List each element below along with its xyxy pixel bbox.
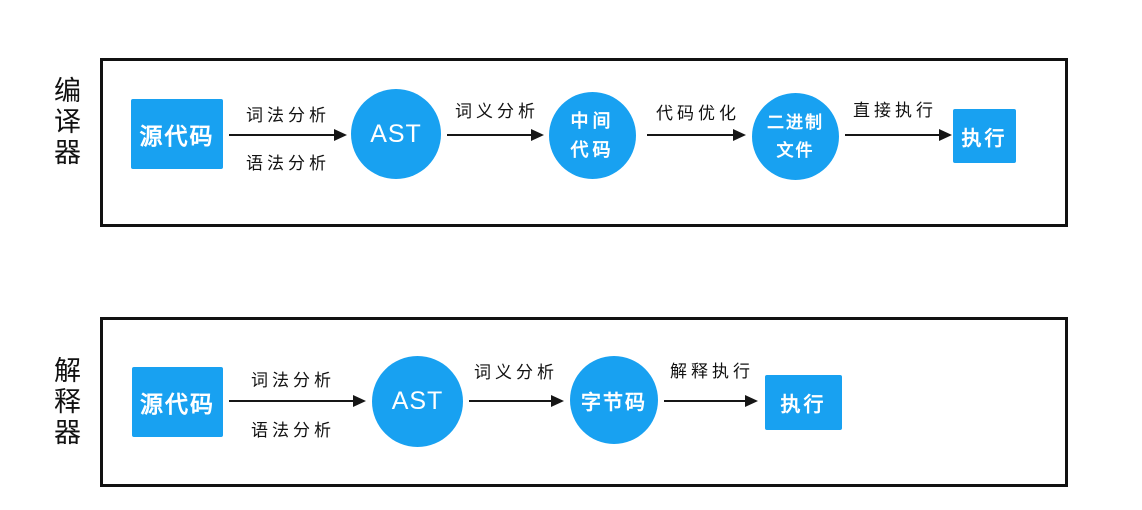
interpreter-syntax-analysis-label: 语法分析 — [251, 421, 335, 440]
interpreter-arrow-semantic — [469, 395, 564, 407]
compiler-arrow-semantic — [447, 129, 544, 141]
compiler-arrow-lexical-syntax — [229, 129, 347, 141]
interpreter-semantic-analysis-label: 词义分析 — [474, 363, 558, 382]
interpreter-ast-node: AST — [372, 356, 463, 447]
binary-file-line2: 文件 — [776, 140, 815, 160]
compiler-execute-box: 执行 — [953, 109, 1016, 163]
intermediate-code-line1: 中间 — [570, 110, 615, 131]
interpreter-arrow-interpret-execute — [664, 395, 758, 407]
compiler-semantic-analysis-label: 词义分析 — [455, 102, 539, 121]
interpreter-source-code-box: 源代码 — [132, 367, 223, 437]
compiler-lexical-analysis-label: 词法分析 — [246, 106, 330, 125]
compiler-source-code-box: 源代码 — [131, 99, 223, 169]
compiler-binary-file-node: 二进制 文件 — [752, 93, 839, 180]
interpreter-arrow-lexical-syntax — [229, 395, 366, 407]
compiler-code-optimization-label: 代码优化 — [656, 104, 740, 123]
compiler-ast-node: AST — [351, 89, 441, 179]
compiler-direct-execution-label: 直接执行 — [853, 101, 937, 120]
interpreter-lexical-analysis-label: 词法分析 — [251, 371, 335, 390]
compiler-arrow-direct-execute — [845, 129, 952, 141]
compiler-intermediate-code-node: 中间 代码 — [549, 92, 636, 179]
intermediate-code-line2: 代码 — [570, 139, 615, 160]
compiler-side-label: 编译器 — [50, 76, 80, 169]
compiler-syntax-analysis-label: 语法分析 — [246, 154, 330, 173]
interpreter-interpret-execution-label: 解释执行 — [670, 362, 754, 381]
interpreter-side-label: 解释器 — [50, 356, 80, 449]
interpreter-execute-box: 执行 — [765, 375, 842, 430]
interpreter-bytecode-node: 字节码 — [570, 356, 658, 444]
binary-file-line1: 二进制 — [767, 113, 824, 133]
compiler-arrow-optimization — [647, 129, 746, 141]
